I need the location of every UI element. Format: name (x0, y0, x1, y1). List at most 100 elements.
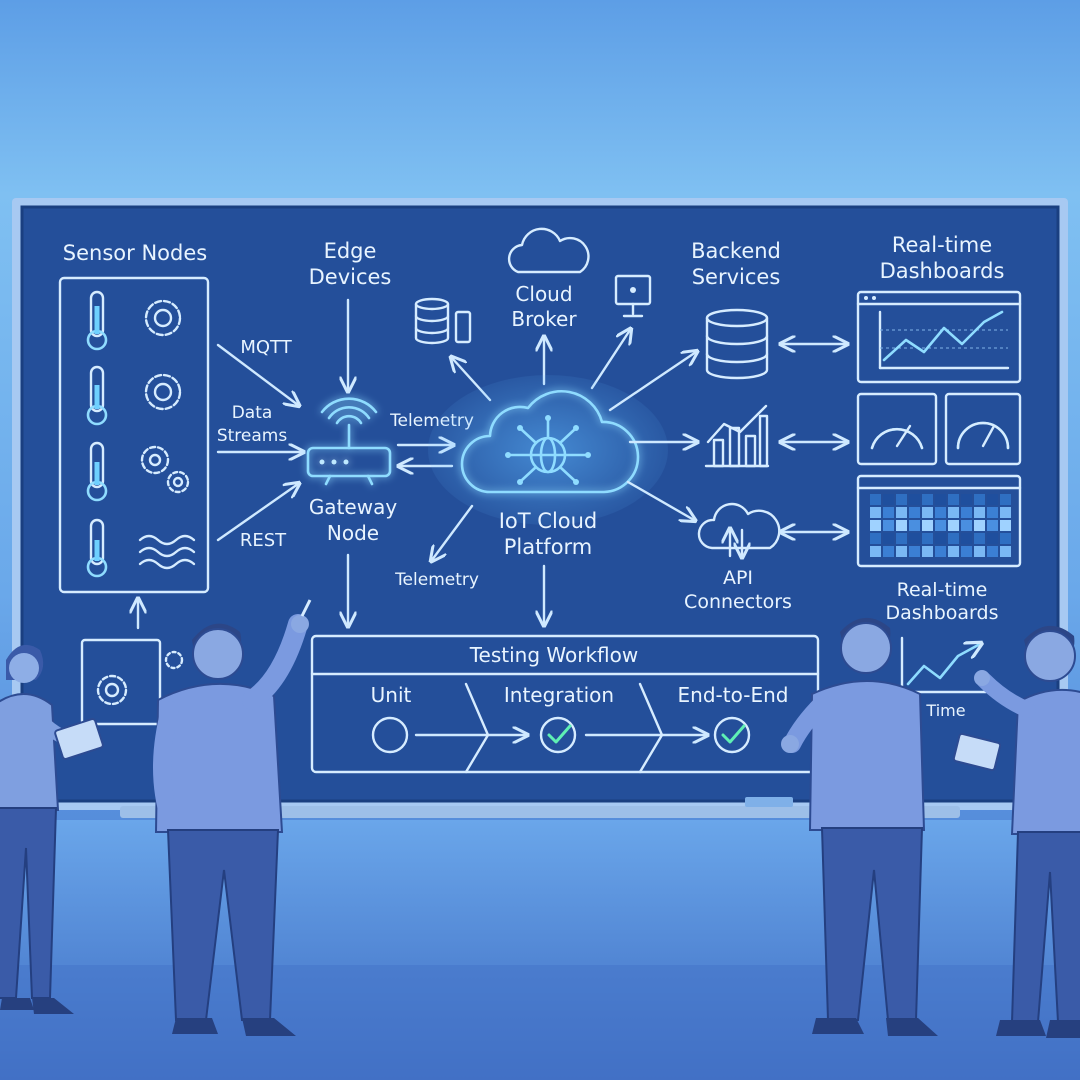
heatmap-cell (1000, 546, 1011, 557)
waves-icon (138, 534, 196, 570)
gauge-icon (944, 392, 1022, 466)
gauge-icon (856, 392, 938, 466)
heatmap-cell (896, 533, 907, 544)
api-connectors-label-2: Connectors (684, 591, 792, 613)
heatmap-cell (987, 507, 998, 518)
backend-services-label-1: Backend (691, 239, 781, 263)
gateway-node-label-1: Gateway (309, 495, 398, 519)
heatmap-cell (870, 520, 881, 531)
gateway-node-label-2: Node (327, 521, 379, 545)
heatmap-cell (935, 494, 946, 505)
arrow-platform-to-api (626, 480, 694, 520)
heatmap-cell (1000, 520, 1011, 531)
heatmap-cell (961, 520, 972, 531)
heatmap-cell (883, 533, 894, 544)
heatmap-cell (896, 546, 907, 557)
heatmap-cell (1000, 507, 1011, 518)
thermometer-icon (86, 365, 108, 426)
database-icon (705, 308, 769, 380)
heatmap-cell (935, 520, 946, 531)
check-icon (547, 724, 572, 744)
heatmap-cell (974, 494, 985, 505)
person-man-pointing (153, 599, 312, 1036)
marker-tray (120, 806, 960, 818)
heatmap-cell (909, 546, 920, 557)
gear-icon (144, 373, 182, 411)
heatmap-cell (935, 533, 946, 544)
step-e2e-indicator (713, 716, 751, 754)
heatmap-cell (974, 520, 985, 531)
step-unit-label: Unit (371, 683, 412, 707)
gear-icon (144, 299, 182, 337)
globe-network-icon (505, 415, 591, 485)
heatmap-cell (948, 533, 959, 544)
heatmap-cell (922, 520, 933, 531)
dashboards-bottom-label-2: Dashboards (886, 602, 999, 624)
check-icon (721, 724, 746, 744)
eraser (745, 797, 793, 807)
person-woman-with-tablet (0, 644, 104, 1014)
cloud-icon (507, 227, 590, 274)
heatmap-cell (870, 507, 881, 518)
person-man-explaining (781, 617, 938, 1036)
dashboards-top-label-2: Dashboards (880, 259, 1005, 283)
thermometer-icon (86, 290, 108, 351)
sensor-nodes-panel (58, 276, 210, 594)
heatmap-cell (922, 546, 933, 557)
arrow-mqtt (216, 343, 298, 405)
cloud-icon (697, 502, 781, 556)
heatmap-cell (961, 507, 972, 518)
dashboards-top-label-1: Real-time (892, 233, 992, 257)
line-chart-panel (856, 290, 1022, 384)
sketch-gear-panel (80, 600, 184, 726)
heatmap-icon (856, 474, 1022, 568)
heatmap-cell (987, 533, 998, 544)
heatmap-cell (909, 507, 920, 518)
step-e2e-label: End-to-End (678, 683, 789, 707)
heatmap-cell (974, 507, 985, 518)
thermometer-icon (86, 518, 108, 578)
dashboards-bottom-label-1: Real-time (897, 579, 988, 601)
cloud-icon (460, 390, 640, 494)
heatmap-cell (922, 533, 933, 544)
mqtt-label: MQTT (240, 337, 292, 358)
heatmap-cell (909, 494, 920, 505)
arrow-platform-to-backend (608, 352, 696, 412)
monitor-icon (614, 274, 652, 318)
platform-label-2: Platform (504, 535, 593, 559)
heatmap-cell (870, 546, 881, 557)
router-icon (306, 397, 392, 486)
heatmap-cell (922, 494, 933, 505)
heatmap-cell (961, 533, 972, 544)
data-streams-label-1: Data (232, 403, 273, 423)
heatmap-cell (948, 520, 959, 531)
cloud-broker-label-1: Cloud (515, 282, 572, 306)
heatmap-cell (948, 494, 959, 505)
heatmap-cell (987, 520, 998, 531)
thermometer-icon (86, 441, 108, 502)
telemetry-label-bottom: Telemetry (394, 570, 479, 590)
heatmap-cell (896, 520, 907, 531)
arrow-platform-telemetry-out (432, 504, 474, 560)
api-connectors-label-1: API (723, 567, 753, 589)
heatmap-cell (1000, 533, 1011, 544)
heatmap-cell (1000, 494, 1011, 505)
testing-workflow-title: Testing Workflow (469, 643, 639, 667)
heatmap-cell (948, 546, 959, 557)
heatmap-cell (961, 546, 972, 557)
heatmap-cell (922, 507, 933, 518)
platform-glow (428, 375, 668, 525)
heatmap-cell (987, 546, 998, 557)
heatmap-cell (909, 533, 920, 544)
step-integration-label: Integration (504, 683, 614, 707)
arrow-platform-to-monitor (590, 330, 630, 390)
backend-services-label-2: Services (692, 265, 781, 289)
heatmap-cell (935, 546, 946, 557)
heatmap-cell (896, 507, 907, 518)
time-axis-label: Time (925, 701, 965, 720)
step-integration-indicator (539, 716, 577, 754)
sensor-nodes-label: Sensor Nodes (63, 241, 207, 265)
heatmap-cell (883, 520, 894, 531)
heatmap-cell (870, 533, 881, 544)
